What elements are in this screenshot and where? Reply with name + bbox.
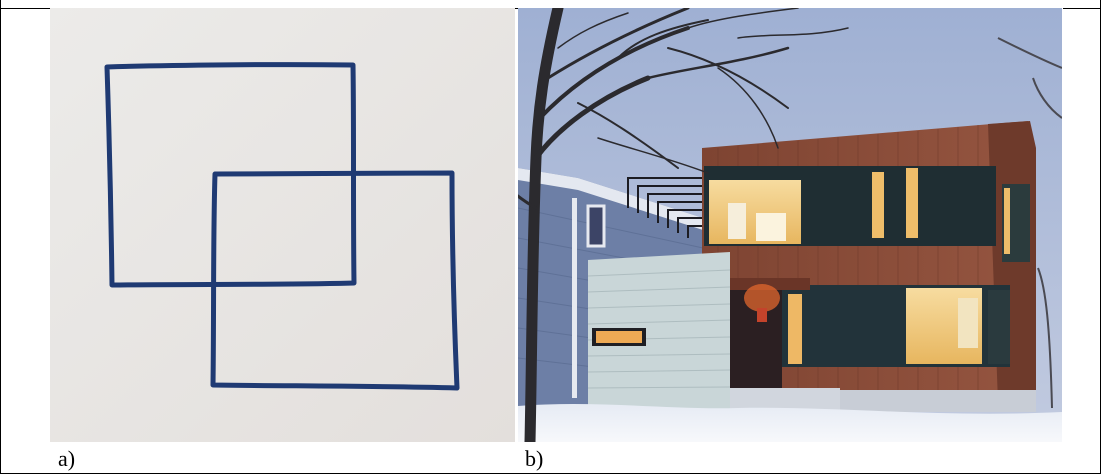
square-front — [210, 170, 460, 391]
overlapping-squares-drawing — [50, 8, 515, 442]
slot-window — [906, 168, 918, 238]
house-photo — [518, 8, 1062, 442]
square-back — [104, 62, 357, 288]
frame-top-line — [1, 8, 51, 9]
concrete-foundation — [840, 390, 1036, 412]
bare-tree — [518, 8, 849, 442]
window-furniture — [756, 213, 786, 241]
siding-box — [588, 252, 730, 413]
snow — [518, 404, 1062, 442]
neighbor-window — [586, 204, 606, 248]
siding-window — [596, 331, 642, 343]
slot-window — [872, 172, 884, 238]
slot-window — [788, 294, 802, 364]
panel-b-photo — [518, 8, 1062, 442]
neighbor-roof-trim — [518, 168, 703, 230]
downspout — [572, 198, 577, 398]
side-lower-window — [988, 290, 1010, 364]
frame-top-line — [1063, 8, 1101, 9]
paper-background — [50, 8, 515, 442]
porch-canopy — [730, 278, 810, 290]
caption-b: b) — [525, 446, 544, 471]
right-tree-branches — [997, 37, 1062, 409]
window-furniture — [728, 203, 746, 239]
porch-lamp — [757, 308, 767, 322]
porch-lamp-glow — [744, 284, 780, 312]
upper-lit-window — [709, 180, 801, 244]
panel-a-drawing — [50, 8, 515, 442]
caption-a: a) — [58, 446, 76, 471]
